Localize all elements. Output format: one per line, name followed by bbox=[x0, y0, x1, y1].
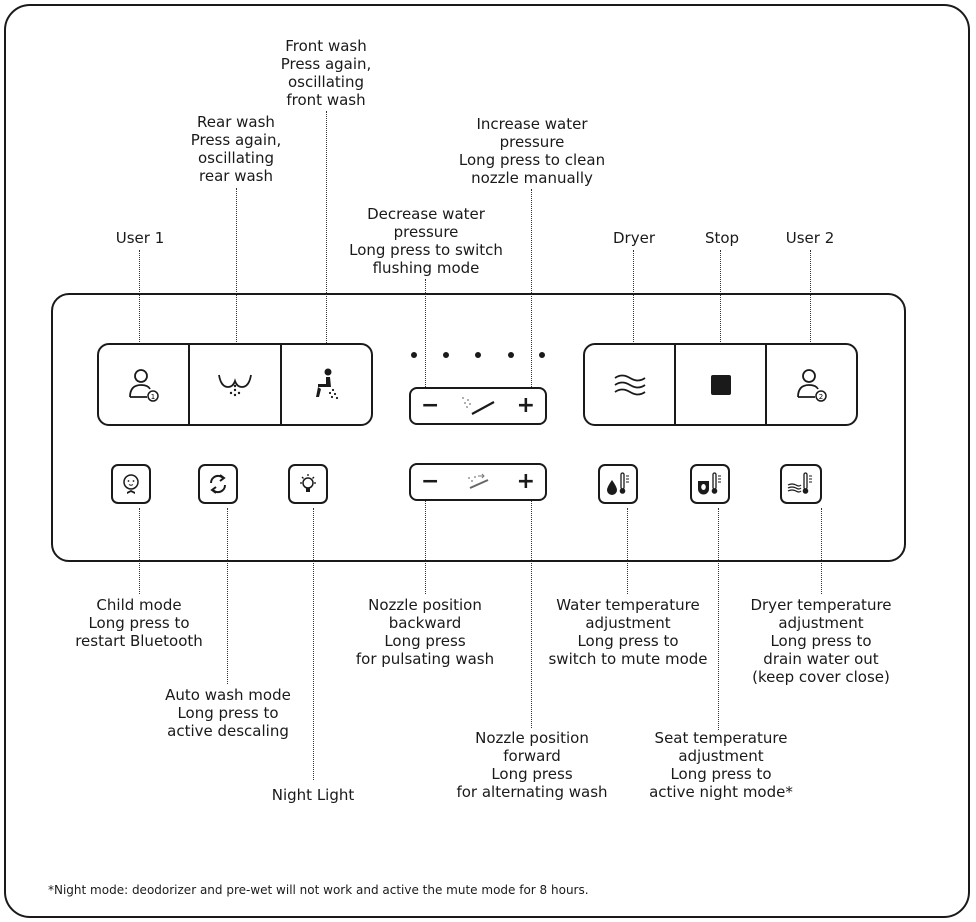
label-water-temp: Water temperature adjustment Long press … bbox=[548, 596, 708, 668]
label-decrease-pressure: Decrease water pressure Long press to sw… bbox=[349, 205, 503, 277]
label-seat-temp: Seat temperature adjustment Long press t… bbox=[649, 729, 793, 801]
user1-button[interactable]: 1 bbox=[99, 345, 188, 424]
child-mode-button[interactable] bbox=[111, 464, 151, 504]
water-pressure-control: − + bbox=[409, 387, 547, 425]
connector-dryer bbox=[633, 250, 634, 366]
label-stop: Stop bbox=[704, 229, 740, 247]
user2-button[interactable]: 2 bbox=[765, 345, 856, 424]
dryer-button[interactable] bbox=[585, 345, 674, 424]
bulb-icon bbox=[300, 474, 316, 492]
stop-button[interactable] bbox=[674, 345, 765, 424]
connector-rear-wash bbox=[236, 188, 237, 348]
connector-front-wash bbox=[326, 111, 327, 359]
indicator-dot-3 bbox=[475, 352, 481, 358]
indicator-dot-4 bbox=[508, 352, 514, 358]
connector-user2 bbox=[810, 250, 811, 366]
connector-increase bbox=[531, 189, 532, 387]
svg-text:2: 2 bbox=[818, 393, 822, 401]
connector-user1 bbox=[139, 250, 140, 366]
nozzle-position-control: − + bbox=[409, 463, 547, 501]
connector-light bbox=[313, 508, 314, 780]
connector-dryer-temp bbox=[821, 508, 822, 594]
dryer-waves-icon bbox=[613, 374, 646, 395]
wind-thermometer-icon bbox=[787, 472, 812, 494]
user-1-icon: 1 bbox=[128, 368, 159, 402]
footnote: *Night mode: deodorizer and pre-wet will… bbox=[48, 883, 589, 897]
water-temp-button[interactable] bbox=[598, 464, 638, 504]
indicator-dot-1 bbox=[411, 352, 417, 358]
connector-stop bbox=[720, 250, 721, 366]
refresh-icon bbox=[209, 474, 227, 494]
front-wash-button[interactable] bbox=[279, 345, 371, 424]
nozzle-position-icon bbox=[468, 473, 489, 489]
label-dryer: Dryer bbox=[613, 229, 655, 247]
night-light-button[interactable] bbox=[288, 464, 328, 504]
increase-pressure-button[interactable]: + bbox=[516, 393, 535, 418]
front-wash-icon bbox=[316, 368, 339, 399]
dryer-temp-button[interactable] bbox=[780, 464, 822, 504]
svg-text:1: 1 bbox=[150, 393, 154, 401]
stop-square-icon bbox=[710, 374, 731, 395]
label-rear-wash: Rear wash Press again, oscillating rear … bbox=[190, 113, 282, 185]
seat-temp-button[interactable] bbox=[690, 464, 730, 504]
connector-nozzle-back bbox=[425, 500, 426, 594]
child-face-icon bbox=[123, 474, 139, 494]
nozzle-backward-button[interactable]: − bbox=[421, 469, 440, 494]
label-user1: User 1 bbox=[115, 229, 165, 247]
rear-wash-button[interactable] bbox=[188, 345, 279, 424]
label-user2: User 2 bbox=[785, 229, 835, 247]
indicator-dot-2 bbox=[443, 352, 449, 358]
wash-button-group: 1 bbox=[97, 343, 373, 426]
label-auto-wash: Auto wash mode Long press to active desc… bbox=[165, 686, 291, 740]
control-panel bbox=[51, 293, 906, 562]
label-nozzle-forward: Nozzle position forward Long press for a… bbox=[456, 729, 608, 801]
decrease-pressure-button[interactable]: − bbox=[421, 393, 440, 418]
diagram-frame bbox=[4, 4, 970, 918]
rear-wash-icon bbox=[218, 374, 252, 396]
connector-auto bbox=[227, 508, 228, 684]
connector-water-temp bbox=[627, 508, 628, 594]
label-front-wash: Front wash Press again, oscillating fron… bbox=[280, 37, 372, 109]
label-night-light: Night Light bbox=[271, 786, 355, 804]
indicator-dot-5 bbox=[539, 352, 545, 358]
nozzle-forward-button[interactable]: + bbox=[516, 469, 535, 494]
label-child-mode: Child mode Long press to restart Bluetoo… bbox=[75, 596, 203, 650]
water-drop-thermometer-icon bbox=[607, 472, 629, 495]
seat-thermometer-icon bbox=[698, 472, 721, 495]
spray-nozzle-icon bbox=[462, 397, 495, 415]
connector-child bbox=[139, 508, 140, 594]
label-dryer-temp: Dryer temperature adjustment Long press … bbox=[750, 596, 892, 686]
connector-decrease bbox=[425, 279, 426, 387]
label-increase-pressure: Increase water pressure Long press to cl… bbox=[458, 115, 606, 187]
dryer-button-group: 2 bbox=[583, 343, 858, 426]
connector-nozzle-fwd bbox=[531, 500, 532, 728]
user-2-icon: 2 bbox=[796, 368, 827, 402]
auto-wash-button[interactable] bbox=[198, 464, 238, 504]
label-nozzle-backward: Nozzle position backward Long press for … bbox=[355, 596, 495, 668]
connector-seat-temp bbox=[718, 508, 719, 730]
